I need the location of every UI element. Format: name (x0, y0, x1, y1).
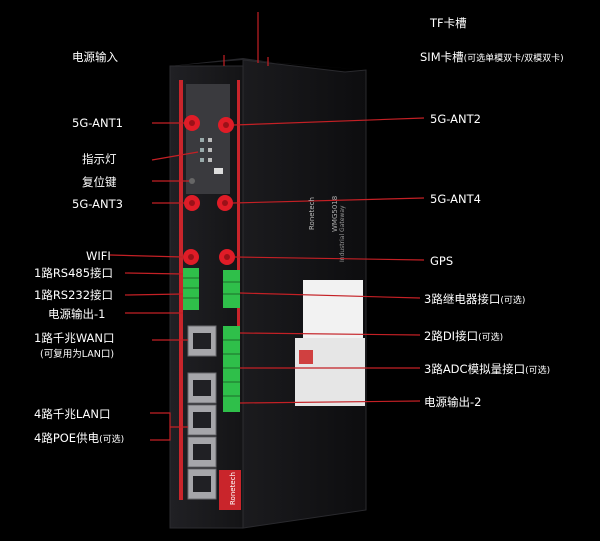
label-poe-note: (可选) (99, 435, 125, 445)
label-led: 指示灯 (82, 152, 117, 166)
label-5g-ant1: 5G-ANT1 (72, 116, 123, 130)
label-di-text: 2路DI接口 (424, 329, 479, 343)
brand-plate (219, 470, 241, 510)
label-di: 2路DI接口(可选) (424, 329, 503, 345)
desc-text: Industrial Gateway (339, 205, 346, 262)
label-rs232: 1路RS232接口 (34, 288, 114, 302)
leader-lines (109, 12, 425, 441)
brand-top-text: Ronetech (308, 197, 316, 230)
label-lan: 4路千兆LAN口 (34, 407, 111, 421)
label-wan: 1路千兆WAN口 (34, 331, 115, 345)
led-indicators (200, 138, 223, 174)
label-poe-text: 4路POE供电 (34, 431, 100, 445)
label-5g-ant3: 5G-ANT3 (72, 197, 123, 211)
label-gps: GPS (430, 254, 454, 268)
label-poe: 4路POE供电(可选) (34, 431, 124, 447)
reset-button (189, 178, 195, 184)
label-sim-note: (可选单模双卡/双模双卡) (463, 54, 564, 64)
label-relay-text: 3路继电器接口 (424, 292, 501, 306)
label-wan-note: (可复用为LAN口) (40, 349, 115, 360)
label-di-note: (可选) (478, 333, 504, 343)
label-adc-text: 3路ADC模拟量接口 (424, 362, 526, 376)
label-adc-note: (可选) (525, 366, 551, 376)
label-5g-ant2: 5G-ANT2 (430, 112, 481, 126)
label-sim-text: SIM卡槽 (420, 50, 464, 64)
label-relay-note: (可选) (500, 296, 526, 306)
label-relay: 3路继电器接口(可选) (424, 292, 525, 308)
red-rail-left (179, 80, 183, 500)
label-power-input: 电源输入 (72, 50, 118, 64)
label-tf-slot: TF卡槽 (430, 16, 467, 30)
device-top-face (170, 58, 366, 70)
label-power-out-1: 电源输出-1 (48, 307, 106, 321)
label-rs485: 1路RS485接口 (34, 266, 114, 280)
label-reset: 复位键 (82, 175, 117, 189)
brand-bottom-text: Ronetech (229, 472, 237, 505)
side-sticker (295, 338, 365, 406)
label-power-out-2: 电源输出-2 (424, 395, 482, 409)
label-adc: 3路ADC模拟量接口(可选) (424, 362, 550, 378)
label-sim-slot: SIM卡槽(可选单模双卡/双模双卡) (420, 50, 564, 66)
terminal-blocks (183, 268, 240, 412)
label-wifi: WIFI (86, 249, 111, 263)
label-5g-ant4: 5G-ANT4 (430, 192, 481, 206)
red-rail-right (237, 80, 240, 370)
side-label (303, 280, 363, 340)
